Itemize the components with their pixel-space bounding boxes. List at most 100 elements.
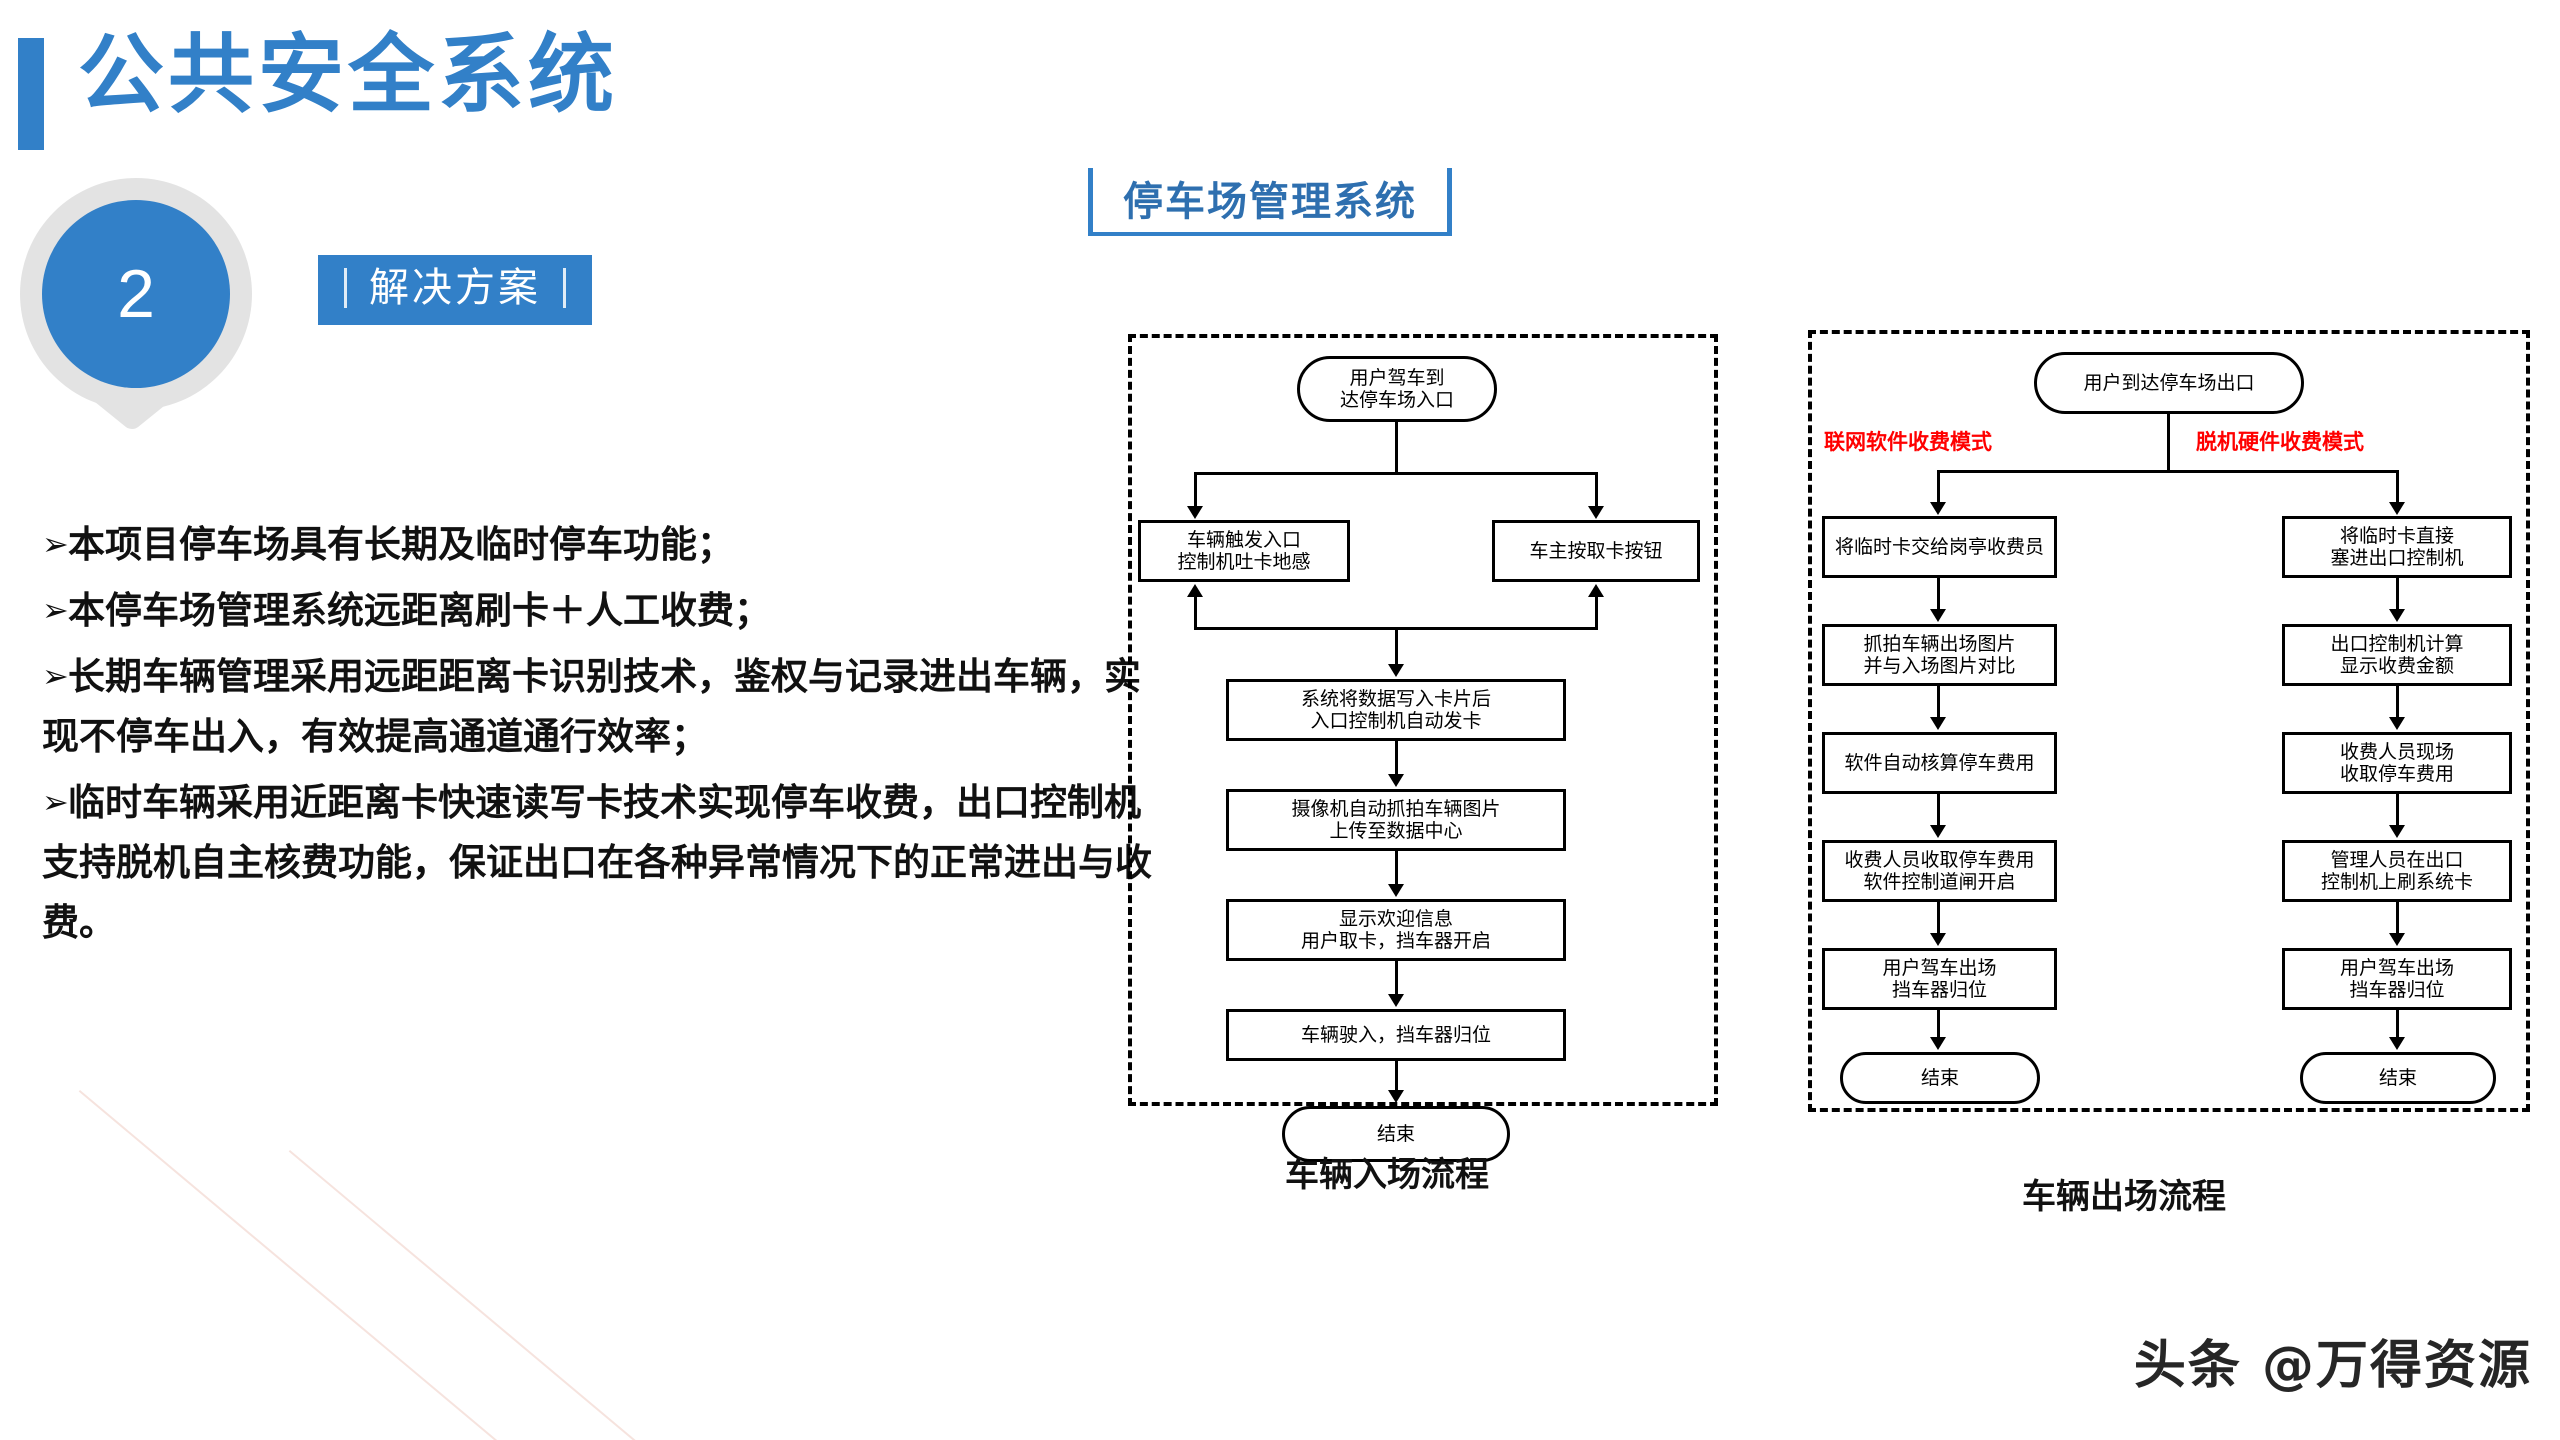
list-item: ➢长期车辆管理采用远距距离卡识别技术，鉴权与记录进出车辆，实现不停车出入，有效提…: [42, 647, 1152, 767]
exit-left-arrow-end: [1930, 1037, 1946, 1050]
exit-right-step-node: 用户驾车出场 挡车器归位: [2282, 948, 2512, 1010]
entry-arrow-to-right-branch: [1588, 506, 1604, 519]
title-accent-bar: [18, 38, 44, 150]
entry-connector-3-4: [1395, 961, 1398, 999]
entry-connector-split-right: [1595, 472, 1598, 508]
exit-right-arrow-4: [2389, 825, 2405, 838]
exit-right-connector-1-2: [2396, 578, 2399, 614]
parking-system-heading-text: 停车场管理系统: [1123, 179, 1417, 225]
entry-arrow-to-left-branch: [1187, 506, 1203, 519]
exit-flow-panel: 用户到达停车场出口 联网软件收费模式 脱机硬件收费模式 将临时卡交给岗亭收费员 …: [1808, 330, 2530, 1112]
exit-left-end-node: 结束: [1840, 1052, 2040, 1104]
pill-rule-right-icon: [563, 268, 566, 308]
exit-arrow-to-right-column: [2389, 502, 2405, 515]
section-label-text: 解决方案: [369, 265, 541, 311]
exit-right-arrow-5: [2389, 933, 2405, 946]
exit-left-step-node: 收费人员收取停车费用 软件控制道闸开启: [1822, 840, 2057, 902]
exit-mode-label-online: 联网软件收费模式: [1824, 430, 1992, 454]
exit-right-end-node: 结束: [2300, 1052, 2496, 1104]
exit-left-step-node: 用户驾车出场 挡车器归位: [1822, 948, 2057, 1010]
exit-left-arrow-5: [1930, 933, 1946, 946]
page-title: 公共安全系统: [78, 25, 618, 125]
entry-arrow-up-right: [1588, 584, 1604, 597]
list-item: ➢本停车场管理系统远距离刷卡＋人工收费；: [42, 581, 1152, 641]
entry-connector-split-left: [1194, 472, 1197, 508]
exit-left-connector-1-2: [1937, 578, 1940, 614]
solution-bullet-list: ➢本项目停车场具有长期及临时停车功能； ➢本停车场管理系统远距离刷卡＋人工收费；…: [42, 515, 1152, 959]
exit-connector-split: [1937, 470, 2399, 473]
entry-flow-panel: 用户驾车到 达停车场入口 车辆触发入口 控制机吐卡地感 车主按取卡按钮 系统将数…: [1128, 334, 1718, 1162]
exit-right-connector-4-5: [2396, 902, 2399, 938]
entry-arrow-to-end: [1388, 1090, 1404, 1103]
exit-left-connector-2-3: [1937, 686, 1940, 722]
section-label-pill: 解决方案: [318, 255, 592, 325]
exit-right-step-node: 出口控制机计算 显示收费金额: [2282, 624, 2512, 686]
decorative-diagonal-line-2: [288, 1150, 719, 1440]
exit-arrow-to-left-column: [1930, 502, 1946, 515]
exit-flowchart: 用户到达停车场出口 联网软件收费模式 脱机硬件收费模式 将临时卡交给岗亭收费员 …: [1812, 334, 2526, 1108]
entry-arrow-to-step-3: [1388, 884, 1404, 897]
entry-arrow-to-step-4: [1388, 994, 1404, 1007]
exit-flow-caption: 车辆出场流程: [2022, 1177, 2226, 1217]
entry-start-node: 用户驾车到 达停车场入口: [1297, 356, 1497, 422]
step-badge-circle: 2: [42, 200, 230, 388]
exit-right-arrow-3: [2389, 717, 2405, 730]
exit-left-connector-4-5: [1937, 902, 1940, 938]
list-item-text: 本项目停车场具有长期及临时停车功能；: [68, 523, 734, 566]
entry-branch-right-node: 车主按取卡按钮: [1492, 520, 1700, 582]
entry-connector-merge-left: [1194, 596, 1197, 630]
exit-mode-label-offline: 脱机硬件收费模式: [2196, 430, 2364, 454]
bullet-arrow-icon: ➢: [42, 782, 69, 821]
entry-flow-caption: 车辆入场流程: [1285, 1155, 1489, 1195]
entry-connector-2-3: [1395, 851, 1398, 889]
entry-arrow-to-step-2: [1388, 774, 1404, 787]
decorative-diagonal-line-1: [78, 1090, 617, 1440]
entry-step-node: 系统将数据写入卡片后 入口控制机自动发卡: [1226, 679, 1566, 741]
pill-rule-left-icon: [344, 268, 347, 308]
entry-connector-1-2: [1395, 741, 1398, 779]
exit-right-arrow-end: [2389, 1037, 2405, 1050]
exit-connector-start-down: [2167, 414, 2170, 472]
exit-start-node: 用户到达停车场出口: [2034, 352, 2304, 414]
entry-end-node: 结束: [1282, 1106, 1510, 1162]
exit-left-step-node: 将临时卡交给岗亭收费员: [1822, 516, 2057, 578]
exit-left-step-node: 抓拍车辆出场图片 并与入场图片对比: [1822, 624, 2057, 686]
exit-left-connector-3-4: [1937, 794, 1940, 830]
exit-left-arrow-3: [1930, 717, 1946, 730]
entry-connector-merge-right: [1595, 596, 1598, 630]
exit-left-step-node: 软件自动核算停车费用: [1822, 732, 2057, 794]
exit-connector-split-right: [2396, 470, 2399, 504]
step-badge: 2: [20, 178, 252, 432]
exit-right-connector-5-end: [2396, 1010, 2399, 1042]
bullet-arrow-icon: ➢: [42, 590, 69, 629]
exit-left-arrow-2: [1930, 609, 1946, 622]
entry-step-node: 显示欢迎信息 用户取卡，挡车器开启: [1226, 899, 1566, 961]
parking-system-heading: 停车场管理系统: [1088, 168, 1452, 236]
entry-branch-left-node: 车辆触发入口 控制机吐卡地感: [1138, 520, 1350, 582]
entry-connector-split: [1194, 472, 1598, 475]
bullet-arrow-icon: ➢: [42, 525, 69, 563]
entry-arrow-to-step-1: [1388, 664, 1404, 677]
exit-right-step-node: 收费人员现场 收取停车费用: [2282, 732, 2512, 794]
watermark: 头条 @万得资源: [2133, 1336, 2532, 1396]
list-item-text: 长期车辆管理采用远距距离卡识别技术，鉴权与记录进出车辆，实现不停车出入，有效提高…: [42, 654, 1141, 758]
entry-arrow-up-left: [1187, 584, 1203, 597]
entry-connector-start-down: [1395, 422, 1398, 474]
exit-right-step-node: 将临时卡直接 塞进出口控制机: [2282, 516, 2512, 578]
exit-right-step-node: 管理人员在出口 控制机上刷系统卡: [2282, 840, 2512, 902]
entry-connector-4-end: [1395, 1061, 1398, 1095]
exit-right-connector-3-4: [2396, 794, 2399, 830]
exit-connector-split-left: [1937, 470, 1940, 504]
entry-step-node: 车辆驶入，挡车器归位: [1226, 1009, 1566, 1061]
exit-left-arrow-4: [1930, 825, 1946, 838]
entry-connector-merge-down: [1395, 627, 1398, 667]
list-item: ➢临时车辆采用近距离卡快速读写卡技术实现停车收费，出口控制机支持脱机自主核费功能…: [42, 773, 1152, 953]
list-item-text: 本停车场管理系统远距离刷卡＋人工收费；: [68, 588, 771, 632]
exit-right-arrow-2: [2389, 609, 2405, 622]
exit-left-connector-5-end: [1937, 1010, 1940, 1042]
bullet-arrow-icon: ➢: [42, 656, 69, 695]
list-item: ➢本项目停车场具有长期及临时停车功能；: [42, 515, 1152, 575]
entry-flowchart: 用户驾车到 达停车场入口 车辆触发入口 控制机吐卡地感 车主按取卡按钮 系统将数…: [1132, 338, 1714, 1162]
step-badge-number: 2: [117, 256, 155, 332]
